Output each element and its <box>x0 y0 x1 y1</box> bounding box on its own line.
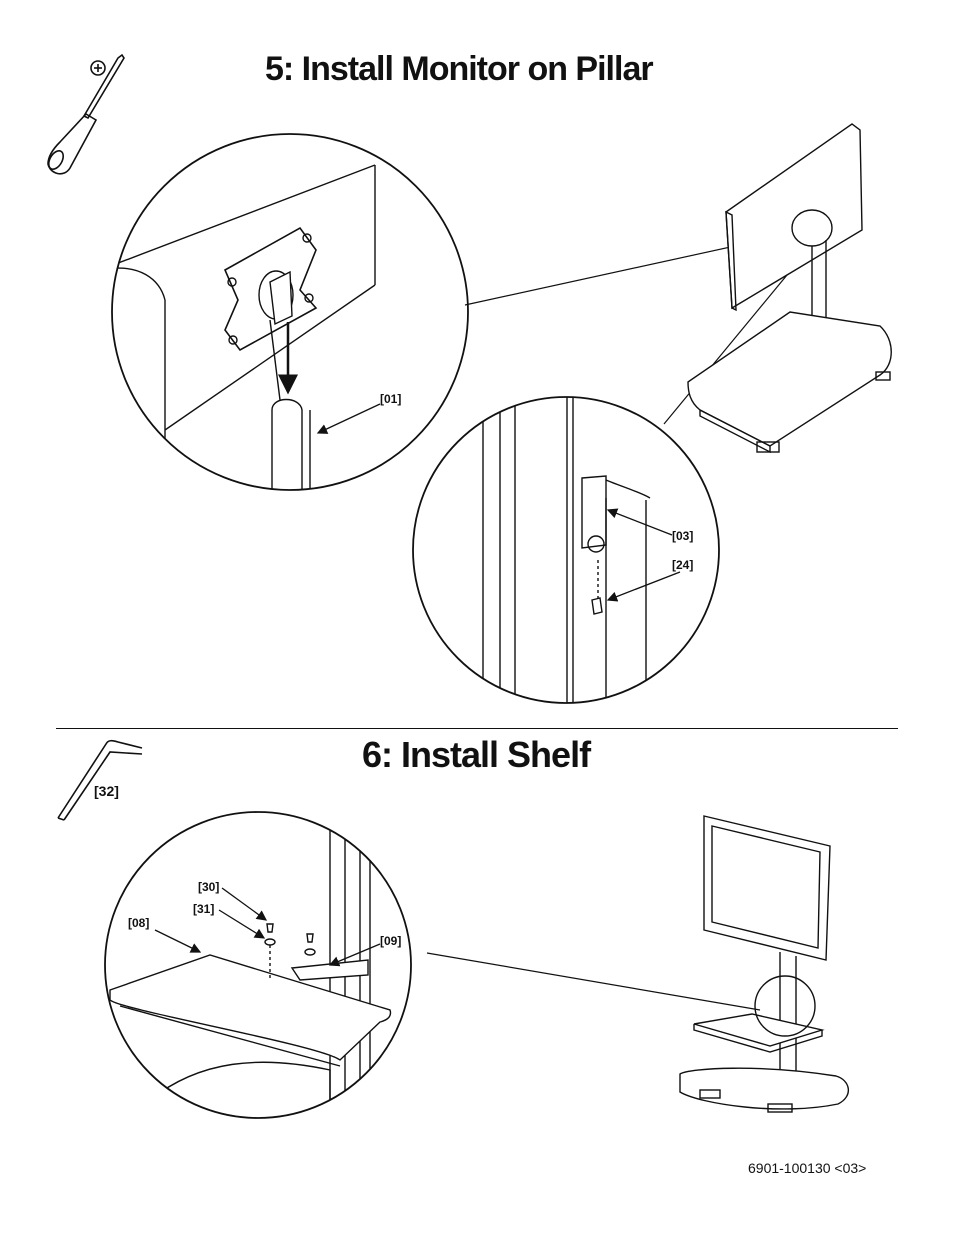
document-number: 6901-100130 <03> <box>748 1160 867 1176</box>
part-label-30: [30] <box>198 880 220 894</box>
part-label-31: [31] <box>193 902 215 916</box>
step5-title: 5: Install Monitor on Pillar <box>265 50 654 88</box>
part-label-09: [09] <box>380 934 402 948</box>
hex-key-icon <box>57 739 143 821</box>
stand-with-shelf-overview <box>679 815 849 1113</box>
monitor-stand-overview <box>687 123 892 454</box>
tool-label-32: [32] <box>94 783 119 799</box>
phillips-screwdriver-icon <box>47 53 125 175</box>
monitor-mount-detail-circle <box>111 133 469 491</box>
part-label-24: [24] <box>672 558 694 572</box>
pillar-screw-detail-circle <box>412 396 720 704</box>
shelf-bracket-detail-circle <box>104 811 412 1119</box>
part-label-03: [03] <box>672 529 694 543</box>
step6-title: 6: Install Shelf <box>362 734 591 775</box>
part-label-01: [01] <box>380 392 402 406</box>
part-label-08: [08] <box>128 916 150 930</box>
section-divider <box>56 728 898 729</box>
